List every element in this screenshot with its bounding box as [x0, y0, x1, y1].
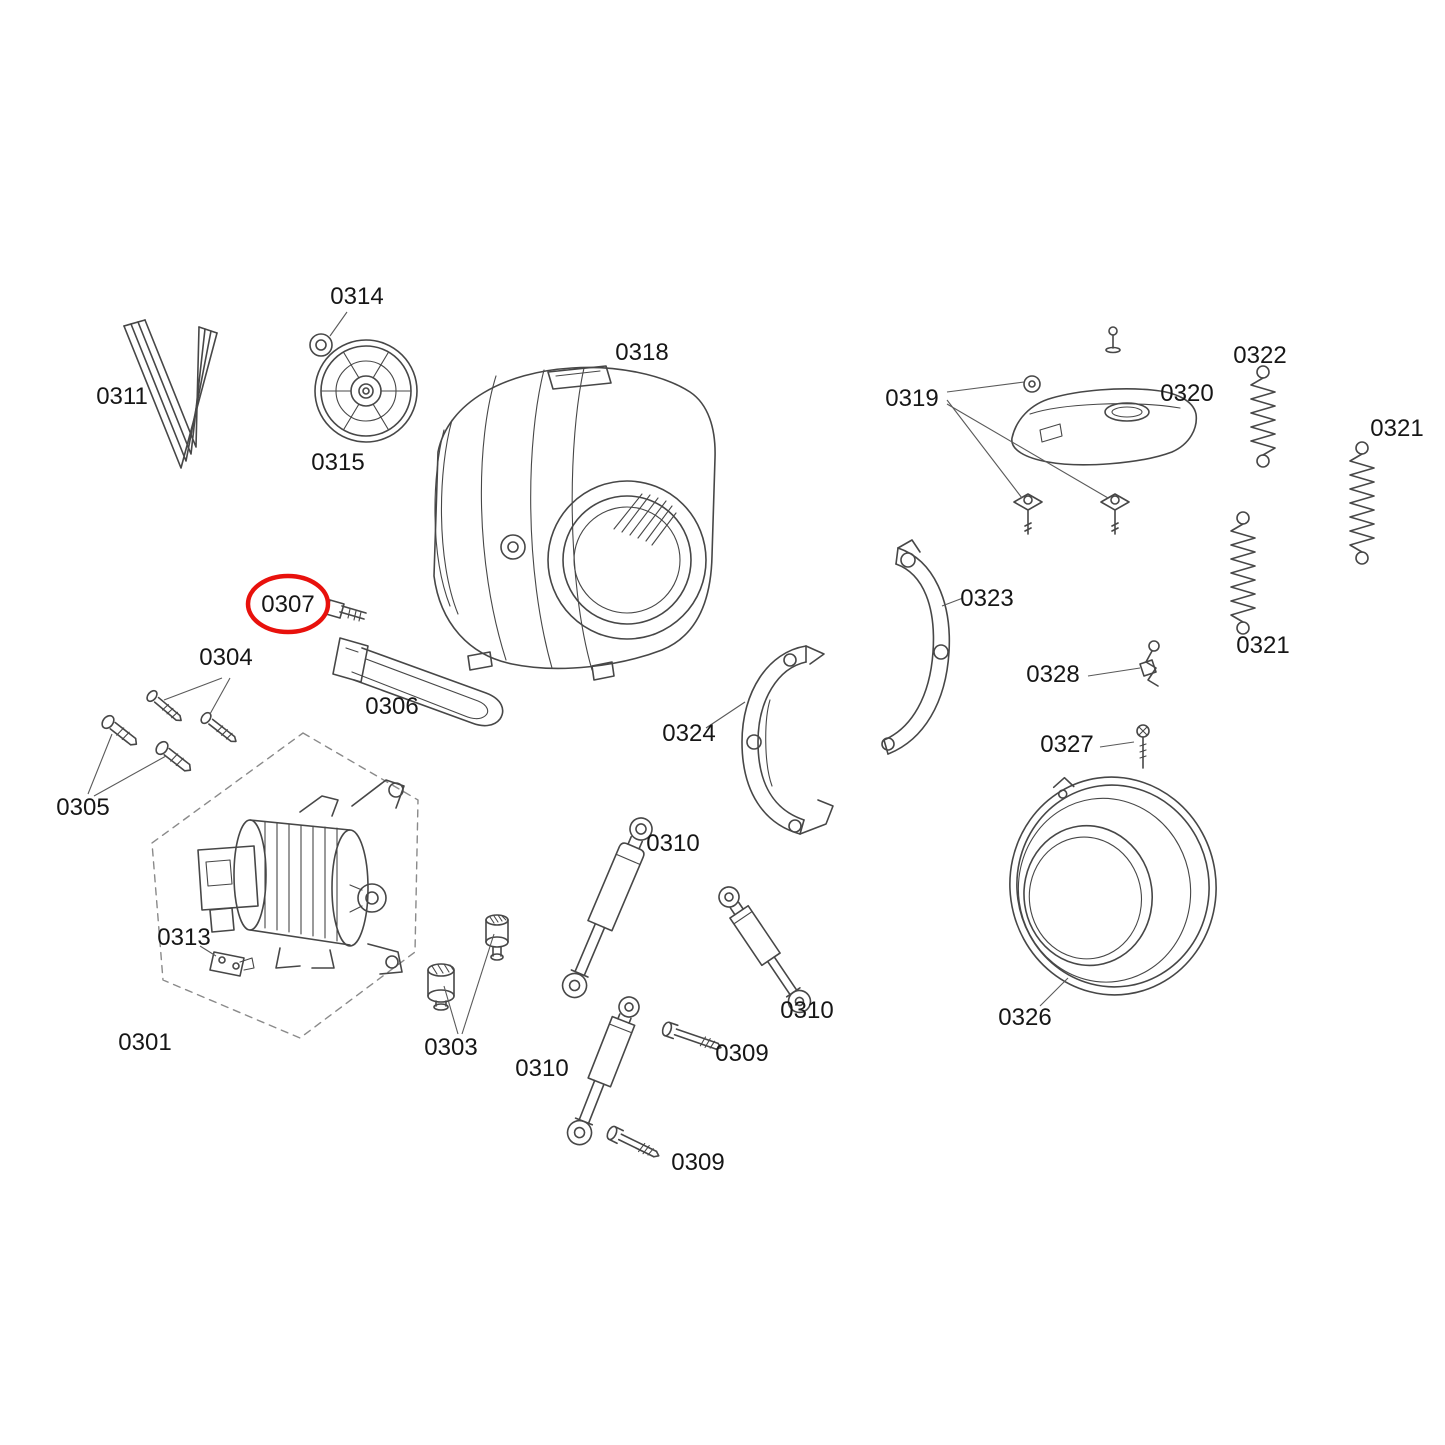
spring-0321-lower-drawing	[1230, 511, 1256, 635]
v-belt-drawing	[123, 319, 218, 469]
part-label-0328: 0328	[1026, 661, 1079, 688]
shock-absorber-right-drawing	[718, 886, 812, 1014]
screw-0327-drawing	[1136, 724, 1150, 769]
part-label-0323: 0323	[960, 585, 1013, 612]
bracket-0324-drawing	[741, 645, 834, 835]
shock-absorber-lower-drawing	[566, 996, 640, 1146]
part-label-0313: 0313	[157, 924, 210, 951]
screw-0309-lower-drawing	[606, 1125, 660, 1158]
part-label-0324: 0324	[662, 720, 715, 747]
pulley-drawing	[314, 339, 418, 443]
sensor-clip-drawing	[1139, 640, 1160, 687]
shock-absorber-upper-drawing	[561, 817, 653, 999]
part-label-0301: 0301	[118, 1029, 171, 1056]
door-gasket-drawing	[1009, 776, 1217, 996]
part-label-0321-lower: 0321	[1236, 632, 1289, 659]
motor-group-outline	[151, 732, 419, 1039]
part-label-0311: 0311	[96, 383, 148, 410]
bolts-0305-drawing	[101, 714, 192, 772]
bracket-0323-drawing	[881, 539, 951, 755]
part-label-0319: 0319	[885, 385, 938, 412]
part-label-0309-upper: 0309	[715, 1040, 768, 1067]
bracket-0313-drawing	[209, 951, 255, 977]
part-label-0318: 0318	[615, 339, 668, 366]
part-label-0310-lower: 0310	[515, 1055, 568, 1082]
dampers-0303-drawing	[427, 914, 509, 1011]
part-label-0320: 0320	[1160, 380, 1213, 407]
motor-drawing	[197, 779, 405, 975]
part-label-0326: 0326	[998, 1004, 1051, 1031]
highlight-ring-0307	[245, 573, 331, 635]
heating-element-drawing	[332, 637, 504, 727]
screw-0309-upper-drawing	[661, 1021, 722, 1050]
spring-0321-right-drawing	[1349, 441, 1375, 565]
part-label-0310-top: 0310	[646, 830, 699, 857]
fastener-set-drawing	[1013, 326, 1130, 535]
part-label-0309-lower: 0309	[671, 1149, 724, 1176]
part-label-0315: 0315	[311, 449, 364, 476]
bolt-0307-drawing	[325, 599, 367, 622]
part-label-0321-right: 0321	[1370, 415, 1423, 442]
counterweight-drawing	[1011, 388, 1198, 466]
screws-0304-drawing	[146, 689, 237, 743]
part-label-0310-right: 0310	[780, 997, 833, 1024]
spring-0322-drawing	[1250, 365, 1276, 468]
leader-lines	[87, 311, 1141, 1035]
drum-tub-drawing	[433, 365, 716, 681]
part-label-0322: 0322	[1233, 342, 1286, 369]
part-label-0304: 0304	[199, 644, 252, 671]
part-label-0307: 0307	[261, 591, 314, 618]
washer-drawing	[309, 333, 333, 357]
part-label-0327: 0327	[1040, 731, 1093, 758]
part-label-0314: 0314	[330, 283, 383, 310]
part-label-0306: 0306	[365, 693, 418, 720]
part-label-0305: 0305	[56, 794, 109, 821]
part-label-0303: 0303	[424, 1034, 477, 1061]
